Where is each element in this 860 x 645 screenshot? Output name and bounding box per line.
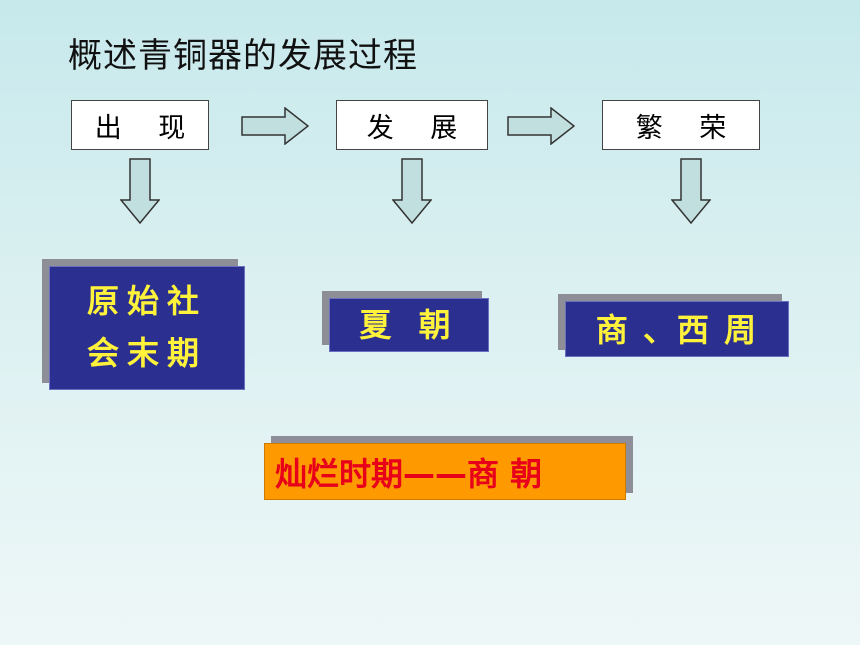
stage-box-prosperity: 繁 荣 [602,100,760,150]
stage-label: 繁 荣 [635,112,741,144]
peak-period-box: 灿烂时期——商 朝 [264,443,626,500]
stage-label: 出 现 [94,112,200,144]
era-box-primitive: 原始社 会末期 [49,266,245,390]
peak-period-label: 灿烂时期——商 朝 [275,454,543,493]
era-label-line1: 原始社 [86,282,207,320]
down-arrow-icon [120,158,160,224]
right-arrow-icon [241,107,309,145]
right-arrow-icon [507,107,575,145]
era-label: 商 、西 周 [595,311,759,349]
page-title: 概述青铜器的发展过程 [68,36,418,76]
down-arrow-icon [392,158,432,224]
era-label-line2: 会末期 [86,334,207,372]
era-box-shang-zhou: 商 、西 周 [565,301,789,357]
stage-box-development: 发 展 [336,100,488,150]
stage-label: 发 展 [366,112,472,144]
era-label: 夏 朝 [359,306,459,344]
down-arrow-icon [671,158,711,224]
era-box-xia: 夏 朝 [329,298,489,352]
stage-box-appearance: 出 现 [71,100,209,150]
